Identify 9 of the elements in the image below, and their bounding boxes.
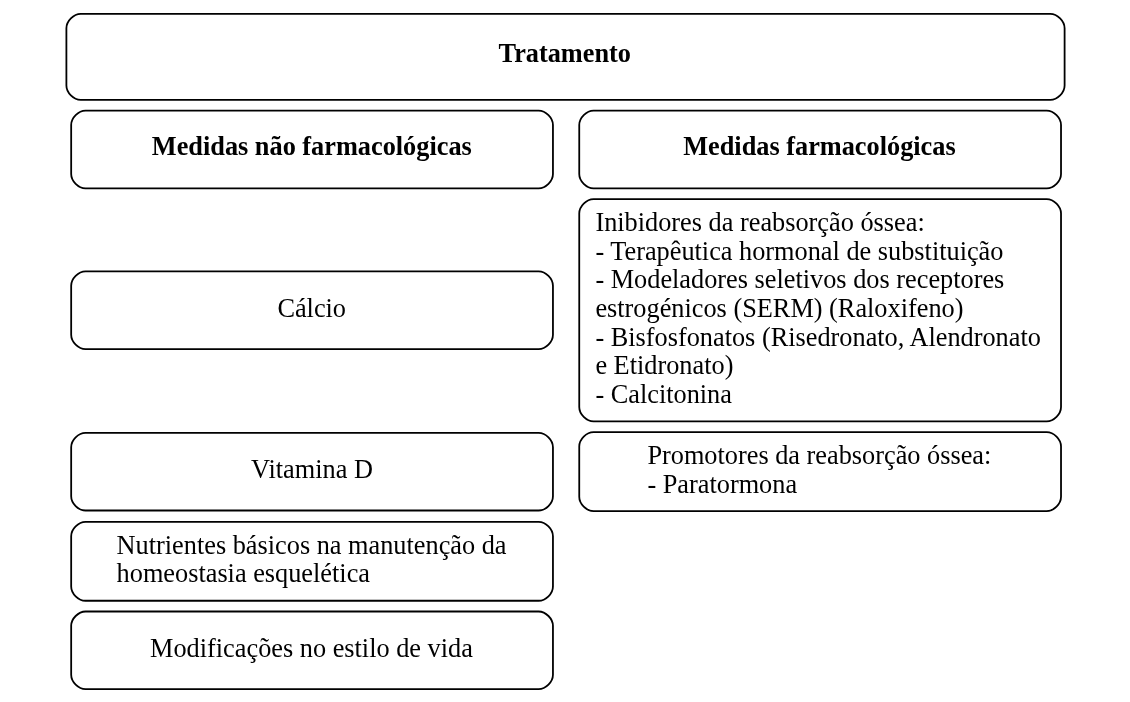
node-box: Cálcio xyxy=(69,270,554,350)
node-box: Medidas farmacológicas xyxy=(577,109,1062,189)
node-box: Tratamento xyxy=(65,12,1065,101)
node-box: Promotores da reabsorção óssea: - Paratormona xyxy=(577,430,1062,512)
node-box: Modificações no estilo de vida xyxy=(69,610,554,690)
node-box: Medidas não farmacológicas xyxy=(69,109,554,189)
node-box: Nutrientes básicos na manutenção da homeostasia esquelética xyxy=(69,520,554,602)
node-box: Inibidores da reabsorção óssea: - Terapêutica hormonal de substituição - Modeladores seletivos dos receptores estrogénicos (SERM) (Raloxifeno) - Bisfosfonatos (Risedronato, Alendronato e Etidronato) - Calcitonina xyxy=(577,197,1062,422)
node-box: Vitamina D xyxy=(69,431,554,511)
